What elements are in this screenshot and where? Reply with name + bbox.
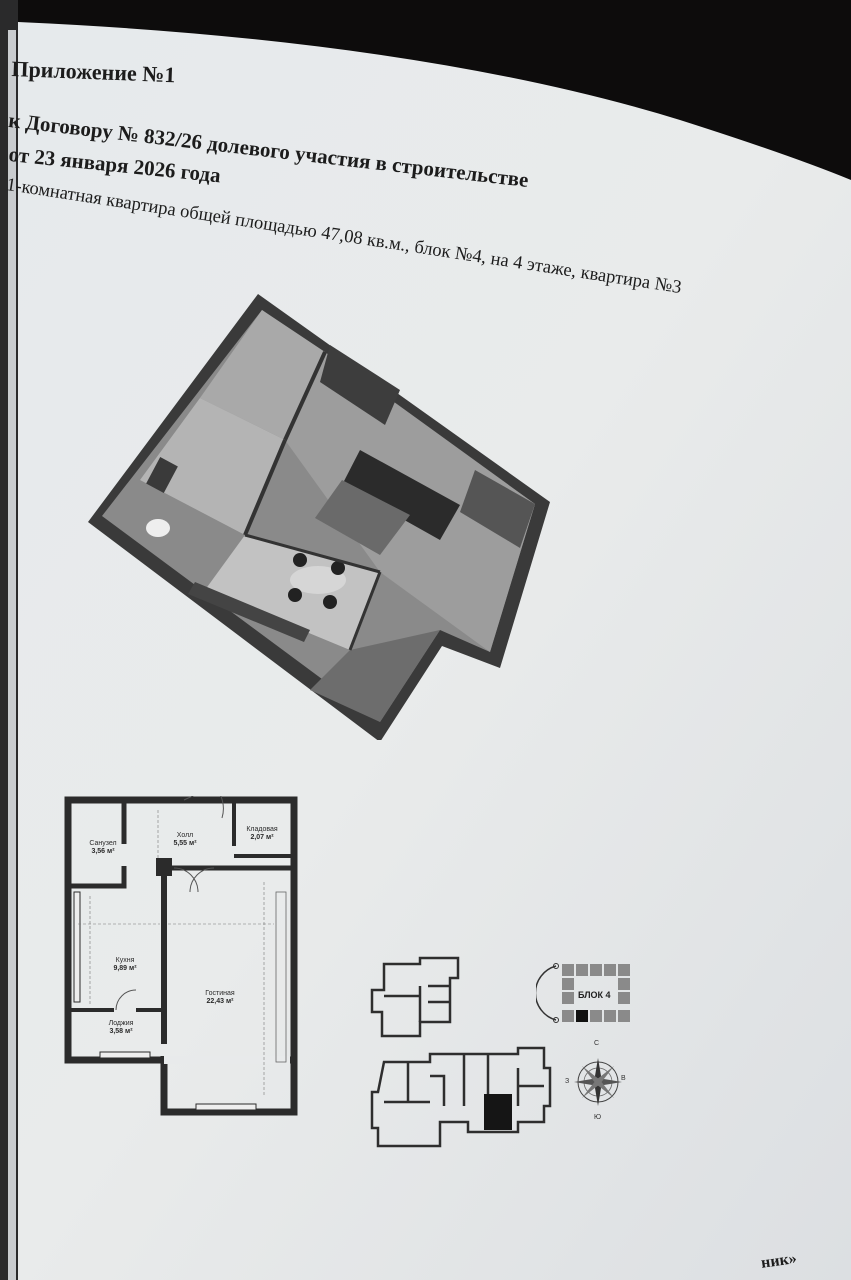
floor-plan bbox=[64, 796, 298, 1116]
block-label: БЛОК 4 bbox=[578, 990, 611, 1000]
compass-east: В bbox=[621, 1075, 626, 1082]
apartment-3d-render bbox=[88, 294, 550, 740]
room-label-living-room: Гостиная 22,43 м² bbox=[205, 990, 235, 1006]
compass-south: Ю bbox=[594, 1114, 602, 1121]
compass-west: З bbox=[565, 1078, 570, 1085]
room-label-bathroom: Санузел 3,56 м² bbox=[89, 840, 117, 856]
room-label-loggia: Лоджия 3,58 м² bbox=[108, 1020, 134, 1036]
room-label-storage: Кладовая 2,07 м² bbox=[246, 826, 278, 842]
compass-rose-icon bbox=[574, 1058, 622, 1106]
building-floor-scheme bbox=[370, 956, 552, 1148]
highlighted-apartment bbox=[484, 1094, 512, 1130]
block-4-key bbox=[536, 963, 630, 1023]
room-label-kitchen: Кухня 9,89 м² bbox=[113, 957, 137, 973]
compass-north: С bbox=[594, 1040, 600, 1047]
room-label-hall: Холл 5,55 м² bbox=[173, 832, 197, 848]
